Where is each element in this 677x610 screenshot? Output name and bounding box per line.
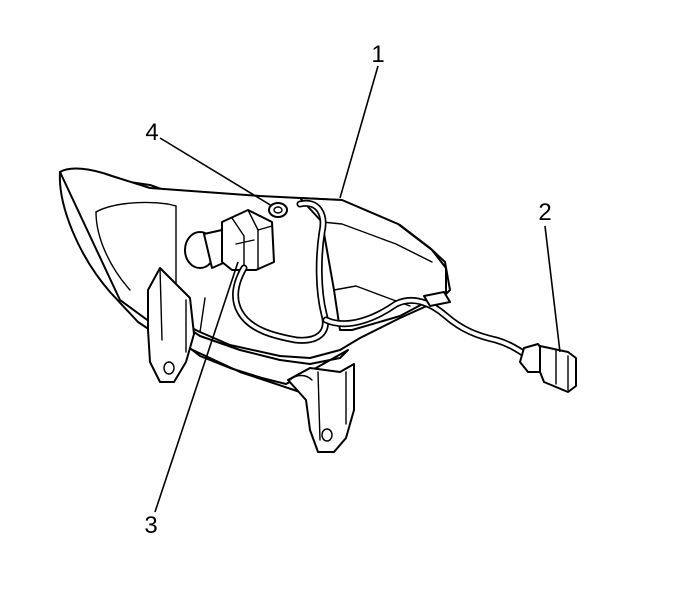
mounting-tab-right [287, 363, 355, 453]
mounting-tab-left [147, 267, 195, 383]
leader-line-1 [339, 65, 379, 199]
leader-lines [154, 65, 561, 513]
callout-3: 3 [144, 512, 157, 539]
callout-1: 1 [371, 41, 384, 68]
screw-fastener [268, 202, 288, 218]
harness-connector [519, 343, 577, 393]
callout-2: 2 [538, 199, 551, 226]
callout-4: 4 [145, 119, 158, 146]
socket-connector [221, 209, 275, 271]
leader-line-2 [544, 225, 561, 353]
leader-line-4 [159, 137, 273, 207]
callout-labels: 1 2 3 4 [144, 41, 551, 539]
lamp-housing [58, 167, 451, 397]
wiring-harness [232, 199, 532, 360]
leader-line-3 [154, 261, 239, 513]
